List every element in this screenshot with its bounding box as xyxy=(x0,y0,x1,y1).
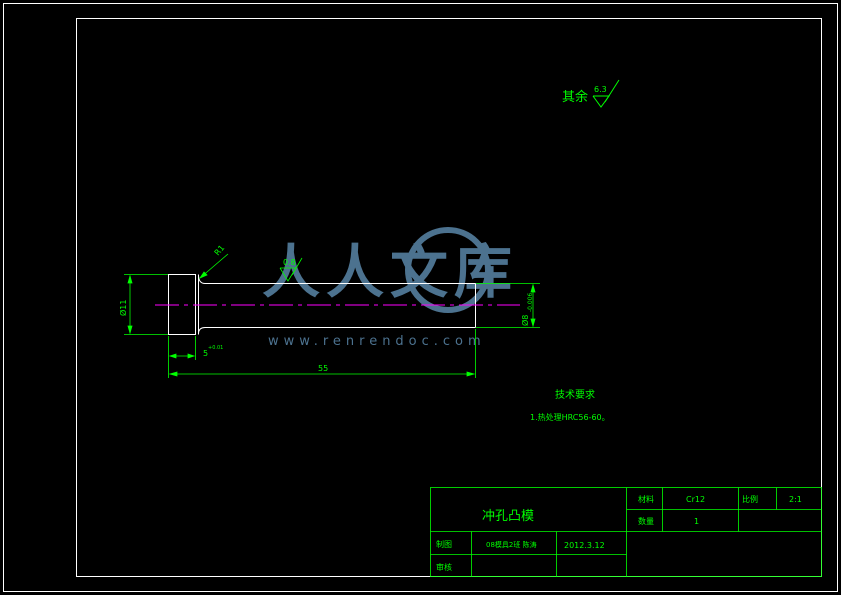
dim-head-length-tolerance: +0.01 xyxy=(208,345,223,351)
arrow-head-length-left xyxy=(168,353,177,359)
roughness-symbol-tail xyxy=(604,79,620,103)
roughness-prefix: 其余 xyxy=(562,89,588,105)
check-label: 审核 xyxy=(436,562,452,572)
arrow-head-length-right xyxy=(187,353,196,359)
dim-roughness-shank: 0.8 xyxy=(283,258,296,267)
dim-head-diameter: Ø11 xyxy=(118,300,128,316)
title-block-border xyxy=(430,487,822,577)
arrow-head-dia-bottom xyxy=(127,325,133,335)
arrow-shank-dia-top xyxy=(530,283,536,293)
scale-label: 比例 xyxy=(742,494,758,504)
drawn-by: 08模具2班 陈涛 xyxy=(486,540,537,549)
tech-requirements-title: 技术要求 xyxy=(555,388,595,401)
dimensions xyxy=(124,253,540,378)
arrow-shank-dia-bottom xyxy=(530,318,536,328)
fillet-bottom xyxy=(198,327,206,334)
roughness-symbol xyxy=(592,95,610,108)
arrow-total-left xyxy=(168,371,178,377)
watermark-circle xyxy=(405,227,491,313)
watermark-logo-text: 人人文库 xyxy=(262,238,518,306)
fillet-top xyxy=(198,275,206,284)
quantity-value: 1 xyxy=(694,517,699,526)
roughness-symbol-shank-tail xyxy=(291,257,303,276)
title-block xyxy=(430,487,822,577)
outer-frame xyxy=(3,3,838,592)
tech-requirements-line1: 1.热处理HRC56-60。 xyxy=(530,412,610,422)
arrow-chamfer xyxy=(198,271,208,279)
drawn-date: 2012.3.12 xyxy=(564,541,605,550)
part-name: 冲孔凸模 xyxy=(482,509,534,524)
dim-head-length: 5 xyxy=(203,349,208,358)
dim-total-length: 55 xyxy=(318,364,328,373)
quantity-label: 数量 xyxy=(638,516,654,526)
arrow-head-dia-top xyxy=(127,274,133,284)
watermark: 人人文库 www.renrendoc.com xyxy=(262,227,518,349)
material-value: Cr12 xyxy=(686,495,705,504)
dim-shank-tolerance: -0.006 xyxy=(527,292,534,312)
arrow-total-right xyxy=(466,371,476,377)
watermark-url: www.renrendoc.com xyxy=(268,334,486,349)
drawn-label: 制图 xyxy=(436,539,452,549)
material-label: 材料 xyxy=(638,494,654,504)
surface-roughness-note: 其余 6.3 xyxy=(562,79,620,108)
dim-chamfer: R1 xyxy=(213,243,227,257)
scale-value: 2:1 xyxy=(789,495,802,504)
dim-shank-diameter: Ø8 xyxy=(520,315,530,326)
roughness-value: 6.3 xyxy=(594,85,607,94)
